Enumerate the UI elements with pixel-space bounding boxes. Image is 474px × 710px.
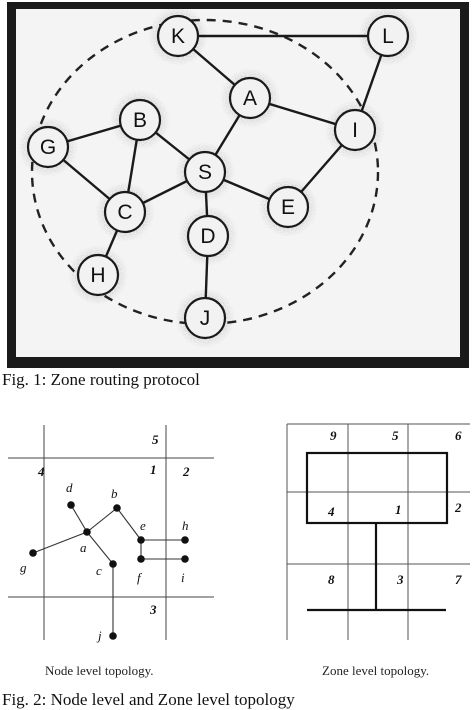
node-label-J: J xyxy=(200,307,211,330)
nl-zone-4: 4 xyxy=(37,464,45,479)
node-label-A: A xyxy=(243,87,257,110)
zl-zone-1: 1 xyxy=(395,502,402,517)
nl-node-label-i: i xyxy=(181,570,185,585)
nl-node-label-e: e xyxy=(140,518,146,533)
nl-node-i xyxy=(181,555,189,563)
node-label-C: C xyxy=(117,201,132,224)
zone-level-zone-labels: 9 5 6 4 1 2 8 3 7 xyxy=(327,428,462,587)
nl-edge-a-c xyxy=(86,531,114,565)
nl-edge-b-e xyxy=(116,507,142,541)
nl-node-c xyxy=(109,560,117,568)
node-G xyxy=(26,125,70,169)
figure2-caption: Fig. 2: Node level and Zone level topolo… xyxy=(2,690,295,709)
zl-zone-4: 4 xyxy=(327,504,335,519)
nl-edge-d-a xyxy=(70,504,88,533)
nl-node-label-g: g xyxy=(20,560,27,575)
figure1-caption: Fig. 1: Zone routing protocol xyxy=(2,370,200,389)
node-level-label: Node level topology. xyxy=(45,663,154,678)
node-label-L: L xyxy=(382,25,394,48)
nl-node-label-a: a xyxy=(80,540,87,555)
nl-node-b xyxy=(113,504,121,512)
zone-level-topology xyxy=(286,423,470,640)
node-label-S: S xyxy=(198,161,212,184)
zl-zone-3: 3 xyxy=(396,572,404,587)
nl-node-g xyxy=(29,549,37,557)
zone-level-label: Zone level topology. xyxy=(322,663,429,678)
zl-zone-7: 7 xyxy=(455,572,462,587)
node-label-B: B xyxy=(133,109,147,132)
nl-zone-2: 2 xyxy=(182,464,190,479)
node-L xyxy=(366,14,410,58)
figure1-nodes: K L A B G I S E C D H J xyxy=(26,14,410,340)
nl-node-label-j: j xyxy=(96,628,102,643)
zl-zone-9: 9 xyxy=(330,428,337,443)
nl-zone-1: 1 xyxy=(150,462,157,477)
nl-node-label-d: d xyxy=(66,480,73,495)
node-J xyxy=(183,296,227,340)
node-label-E: E xyxy=(281,196,295,219)
nl-node-label-b: b xyxy=(111,486,118,501)
zl-zone-8: 8 xyxy=(328,572,335,587)
node-level-topology xyxy=(8,425,214,640)
nl-node-j xyxy=(109,632,117,640)
nl-edge-a-g xyxy=(32,531,88,554)
nl-node-d xyxy=(67,501,75,509)
node-level-edges xyxy=(32,504,185,636)
nl-node-a xyxy=(83,528,91,536)
node-A xyxy=(228,76,272,120)
figure1-diagram: K L A B G I S E C D H J xyxy=(7,2,469,368)
node-label-I: I xyxy=(352,119,358,142)
node-E xyxy=(266,185,310,229)
node-label-G: G xyxy=(40,136,56,159)
nl-node-label-f: f xyxy=(137,570,143,585)
zl-zone-6: 6 xyxy=(455,428,462,443)
nl-node-label-c: c xyxy=(96,563,102,578)
node-I xyxy=(333,108,377,152)
node-D xyxy=(186,214,230,258)
node-label-D: D xyxy=(200,225,215,248)
node-level-nodes: d b e h a g c f i j xyxy=(20,480,189,643)
node-level-zone-labels: 5 4 1 2 3 xyxy=(37,432,190,617)
zone-level-links xyxy=(305,451,449,612)
nl-edge-b-a xyxy=(86,507,118,533)
node-C xyxy=(103,190,147,234)
node-B xyxy=(118,98,162,142)
figure1-node-halos xyxy=(18,6,418,348)
node-H xyxy=(76,253,120,297)
node-K xyxy=(156,14,200,58)
nl-node-label-h: h xyxy=(182,518,189,533)
zl-zone-5: 5 xyxy=(392,428,399,443)
zl-zone-2: 2 xyxy=(454,500,462,515)
node-S xyxy=(183,150,227,194)
nl-zone-5: 5 xyxy=(152,432,159,447)
node-label-H: H xyxy=(90,264,105,287)
nl-node-e xyxy=(137,536,145,544)
nl-node-f xyxy=(137,555,145,563)
zone-radius-circle xyxy=(30,18,380,326)
nl-zone-3: 3 xyxy=(149,602,157,617)
node-label-K: K xyxy=(171,25,185,48)
nl-node-h xyxy=(181,536,189,544)
